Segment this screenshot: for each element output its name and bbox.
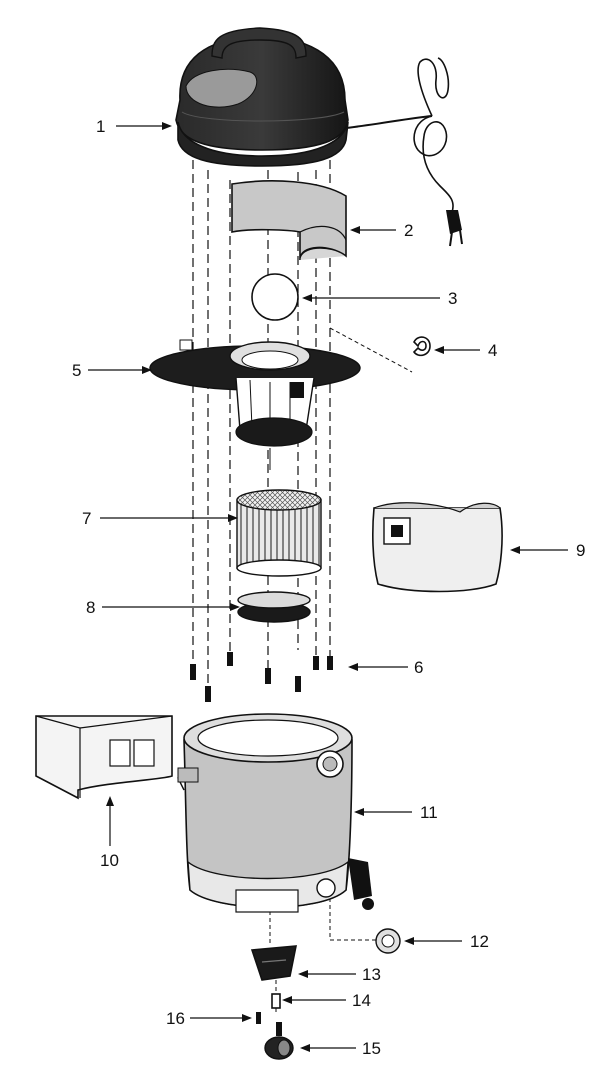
- screw: [327, 656, 333, 670]
- screw: [265, 668, 271, 684]
- accessory-tray-part: [35, 715, 173, 800]
- align-line-clip: [329, 327, 413, 373]
- latch-clip-part: [412, 336, 431, 357]
- callout-4: 4: [488, 341, 497, 360]
- screws-part: [190, 652, 333, 702]
- callout-7: 7: [82, 509, 91, 528]
- caster-foot-part: [250, 945, 297, 981]
- caster-wheel-part: [264, 1022, 294, 1060]
- drum-tank-part: [177, 713, 374, 913]
- drain-cap-part: [375, 928, 401, 954]
- callout-13: 13: [362, 965, 381, 984]
- callout-14: 14: [352, 991, 371, 1010]
- callout-6: 6: [414, 658, 423, 677]
- callout-3: 3: [448, 289, 457, 308]
- power-cord: [345, 57, 463, 247]
- axle-pin-part: [271, 993, 281, 1009]
- screw: [227, 652, 233, 666]
- callout-numbers: 1 2 3 4 5 6 7 8 9 10 11 12 13 14 15 16: [72, 117, 585, 1058]
- screw: [205, 686, 211, 702]
- cartridge-filter-part: [236, 489, 322, 577]
- callout-15: 15: [362, 1039, 381, 1058]
- callout-9: 9: [576, 541, 585, 560]
- motor-head-part: [175, 27, 349, 167]
- filter-bag-part: [372, 502, 503, 593]
- baffle-part: [231, 180, 347, 261]
- lid-plate-part: [149, 339, 361, 447]
- leader-arrowheads: [106, 122, 520, 1052]
- callout-5: 5: [72, 361, 81, 380]
- callout-16: 16: [166, 1009, 185, 1028]
- align-line-cap: [329, 898, 380, 941]
- callout-2: 2: [404, 221, 413, 240]
- screw: [313, 656, 319, 670]
- float-ball-part: [251, 273, 299, 321]
- caster-screw-part: [256, 1012, 261, 1024]
- callout-12: 12: [470, 932, 489, 951]
- callout-8: 8: [86, 598, 95, 617]
- filter-ring-part: [237, 591, 311, 623]
- screw: [190, 664, 196, 680]
- callout-11: 11: [420, 803, 438, 822]
- leader-lines: [88, 125, 568, 1049]
- caster-foot-detail: [261, 959, 287, 963]
- screw: [295, 676, 301, 692]
- callout-10: 10: [100, 851, 119, 870]
- callout-1: 1: [96, 117, 105, 136]
